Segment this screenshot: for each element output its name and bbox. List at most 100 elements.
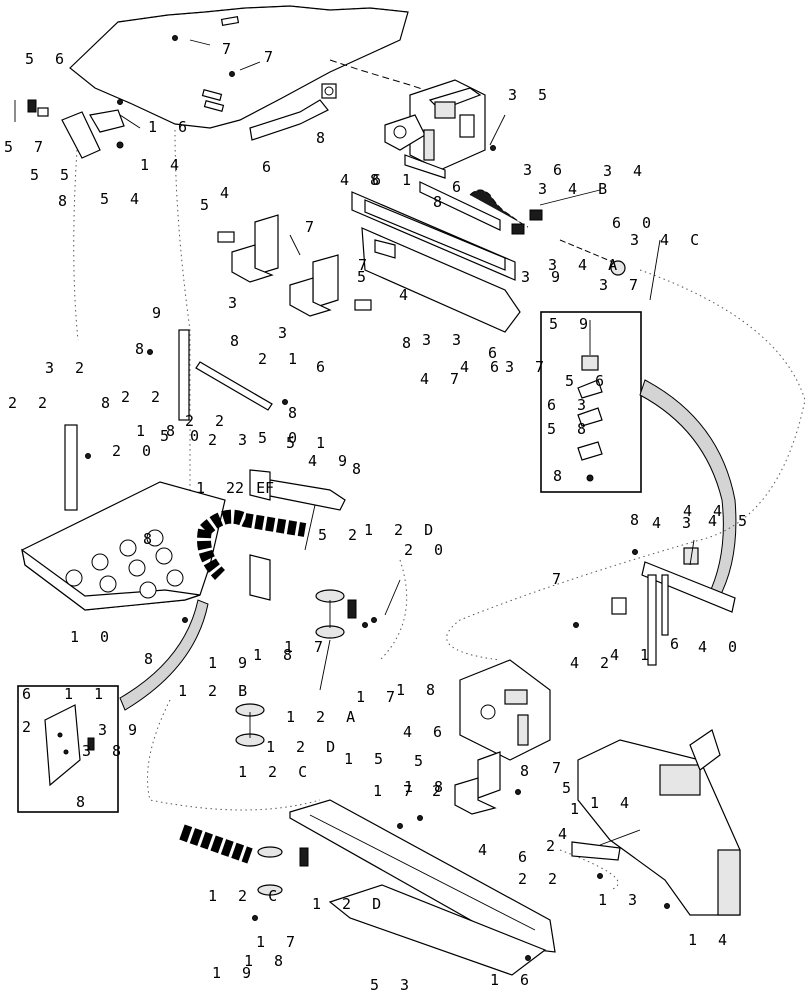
tray-10 (21, 481, 226, 611)
callout-7: 7 (552, 759, 567, 777)
callout-14: 1 4 (590, 794, 635, 812)
callout-11: 1 1 (64, 685, 109, 703)
callout-50: 5 0 (258, 429, 303, 447)
callout-20: 2 0 (404, 541, 449, 559)
callout-46: 4 6 (460, 358, 505, 376)
callout-8: 8 (402, 334, 417, 352)
callout-44: 4 4 (683, 502, 728, 520)
callout-14: 1 4 (688, 931, 733, 949)
inset-right-parts (577, 320, 603, 482)
strap-9-21 (178, 329, 273, 421)
callout-16: 1 6 (490, 971, 535, 989)
bracket-1 (571, 841, 621, 861)
callout-33: 3 3 (422, 331, 467, 349)
callout-4: 4 (478, 841, 493, 859)
bracket-54 (14, 99, 125, 159)
callout-8: 8 (520, 762, 535, 780)
callout-22: 2 2 (8, 394, 53, 412)
callout-18: 1 8 (396, 681, 441, 699)
bracket-50-51 (249, 469, 346, 511)
top-floor-plate (69, 5, 409, 141)
callout-22: 2 2 (185, 412, 230, 430)
cable-chain-34 (469, 189, 626, 276)
callout-13: 1 3 (598, 891, 643, 909)
detail-inset-right (540, 311, 642, 493)
callout-22: 2 2 (518, 870, 563, 888)
callout-47: 4 7 (420, 370, 465, 388)
callout-8: 8 (630, 511, 645, 529)
callout-5: 5 (200, 196, 215, 214)
bracket-40 (611, 547, 736, 666)
callout-17: 1 7 (373, 782, 418, 800)
callout-54: 5 4 (100, 190, 145, 208)
callout-45: 4 5 (708, 512, 753, 530)
callout-60: 6 0 (612, 214, 657, 232)
callout-48: 4 8 (340, 171, 385, 189)
callout-6: 6 (262, 158, 277, 176)
callout-6: 6 (316, 358, 331, 376)
upper-pivot-housing (384, 79, 486, 179)
callout-4: 4 (220, 184, 235, 202)
callout-41: 4 1 (610, 646, 655, 664)
callout-7: 7 (305, 218, 320, 236)
callout-35: 3 5 (508, 86, 553, 104)
callout-19: 1 9 (208, 654, 253, 672)
rails-48-33 (351, 181, 521, 333)
callout-37: 3 7 (599, 276, 644, 294)
callout-34b: 3 4 B (538, 180, 613, 198)
callout-12c: 1 2 C (238, 763, 313, 781)
callout-12d: 1 2 D (312, 895, 387, 913)
callout-49: 4 9 (308, 452, 353, 470)
callout-18: 1 8 (244, 952, 289, 970)
callout-2f: 2 F (235, 479, 280, 497)
fastener-dots (85, 35, 670, 961)
bracket-12B (235, 703, 265, 747)
callout-8: 8 (316, 129, 331, 147)
callout-37: 3 7 (505, 358, 550, 376)
bracket-32 (64, 424, 78, 511)
callout-2: 2 (22, 718, 37, 736)
leader-lines (119, 39, 695, 846)
bracket-3-lower (289, 254, 372, 317)
callout-8: 8 (352, 460, 367, 478)
callout-40: 4 0 (698, 638, 743, 656)
callout-19: 1 9 (212, 964, 257, 982)
callout-8: 8 (288, 404, 303, 422)
callout-38: 3 8 (82, 742, 127, 760)
callout-32: 3 2 (45, 359, 90, 377)
callout-22: 2 2 (121, 388, 166, 406)
callout-7: 7 (264, 48, 279, 66)
callout-59: 5 9 (549, 315, 594, 333)
cable-chain-12C (179, 824, 309, 896)
callout-4: 4 (399, 286, 414, 304)
callout-7: 7 (552, 570, 567, 588)
callout-17: 1 7 (284, 638, 329, 656)
callout-3: 3 (228, 294, 243, 312)
callout-46: 4 6 (403, 723, 448, 741)
callout-8: 8 (101, 394, 116, 412)
callout-12d: 1 2 D (364, 521, 439, 539)
frame-rail (577, 729, 741, 916)
callout-7: 7 (222, 40, 237, 58)
callout-8: 8 (58, 192, 73, 210)
callout-6: 6 (670, 635, 685, 653)
callout-12d: 1 2 D (266, 738, 341, 756)
callout-10: 1 0 (70, 628, 115, 646)
callout-16: 1 6 (148, 118, 193, 136)
callout-52: 5 2 (318, 526, 363, 544)
callout-1: 1 (570, 800, 585, 818)
callout-2: 2 (546, 837, 561, 855)
callout-55: 5 5 (30, 166, 75, 184)
callout-58: 5 8 (547, 420, 592, 438)
callout-34a: 3 4 A (548, 256, 623, 274)
bracket-3-upper (217, 214, 279, 283)
callout-12a: 1 2 A (286, 708, 361, 726)
callout-57: 5 7 (4, 138, 49, 156)
callout-5: 5 (562, 779, 577, 797)
callout-23: 2 3 (208, 431, 253, 449)
callout-8: 8 (433, 193, 448, 211)
callout-20: 2 0 (112, 442, 157, 460)
callout-51: 5 1 (286, 434, 331, 452)
inset-left-parts (44, 704, 95, 787)
